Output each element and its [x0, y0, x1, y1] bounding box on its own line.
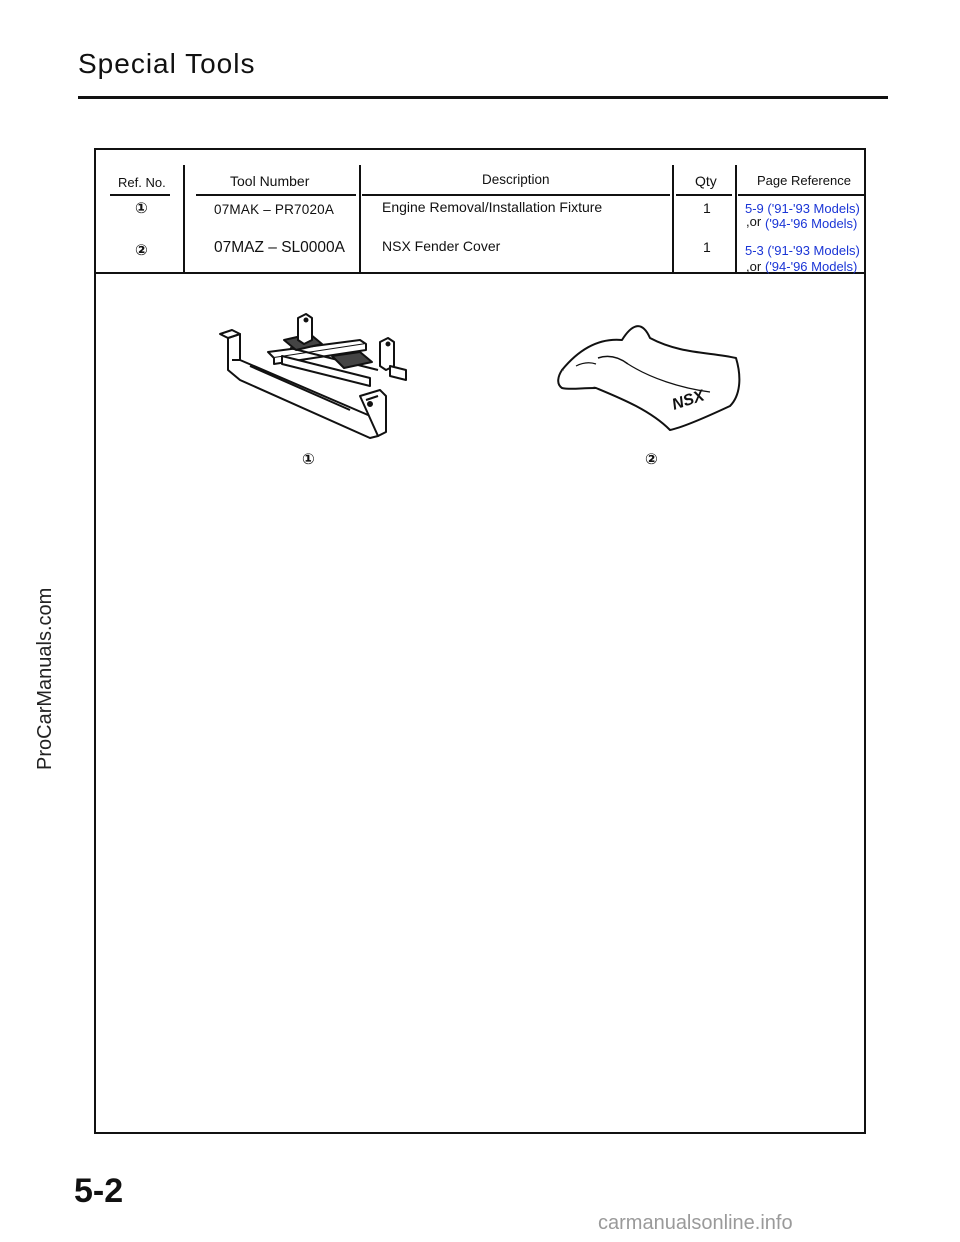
column-divider: [735, 165, 737, 273]
illustration-callout-2: ②: [645, 451, 658, 468]
row2-tool-number: 07MAZ – SL0000A: [214, 239, 345, 256]
column-divider: [672, 165, 674, 273]
header-underline: [738, 194, 864, 196]
header-description: Description: [482, 172, 550, 187]
row1-or-text: ,or: [746, 214, 762, 229]
row2-description: NSX Fender Cover: [382, 238, 501, 254]
page-number: 5-2: [74, 1172, 124, 1210]
header-underline: [110, 194, 170, 196]
title-divider: [78, 96, 888, 99]
fender-cover-drawing-icon: NSX: [557, 325, 741, 431]
column-divider: [183, 165, 185, 273]
row2-qty: 1: [703, 239, 711, 255]
header-ref-no: Ref. No.: [118, 175, 166, 190]
row1-page-ref-link-1[interactable]: 5-9 ('91-'93 Models): [745, 201, 860, 216]
footer-site-text: carmanualsonline.info: [598, 1212, 793, 1234]
row2-ref-number: ②: [135, 242, 148, 259]
header-underline: [362, 194, 670, 196]
row2-or-text: ,or: [746, 259, 762, 274]
table-bottom-rule: [94, 272, 866, 274]
header-underline: [676, 194, 732, 196]
header-tool-number: Tool Number: [230, 173, 310, 189]
row1-description: Engine Removal/Installation Fixture: [382, 199, 603, 215]
engine-fixture-drawing-icon: [219, 313, 407, 439]
tools-table-frame: [94, 148, 866, 1134]
page-title: Special Tools: [78, 48, 256, 79]
header-underline: [196, 194, 356, 196]
header-page-reference: Page Reference: [757, 173, 851, 188]
watermark-text: ProCarManuals.com: [34, 587, 56, 770]
column-divider: [359, 165, 361, 273]
row2-page-ref-link-1[interactable]: 5-3 ('91-'93 Models): [745, 243, 860, 258]
row1-tool-number: 07MAK – PR7020A: [214, 202, 335, 217]
header-qty: Qty: [695, 173, 717, 189]
illustration-callout-1: ①: [302, 451, 315, 468]
row1-ref-number: ①: [135, 200, 148, 217]
row2-page-ref-link-2[interactable]: ('94-'96 Models): [765, 259, 858, 274]
row1-page-ref-link-2[interactable]: ('94-'96 Models): [765, 216, 858, 231]
row1-qty: 1: [703, 200, 711, 216]
